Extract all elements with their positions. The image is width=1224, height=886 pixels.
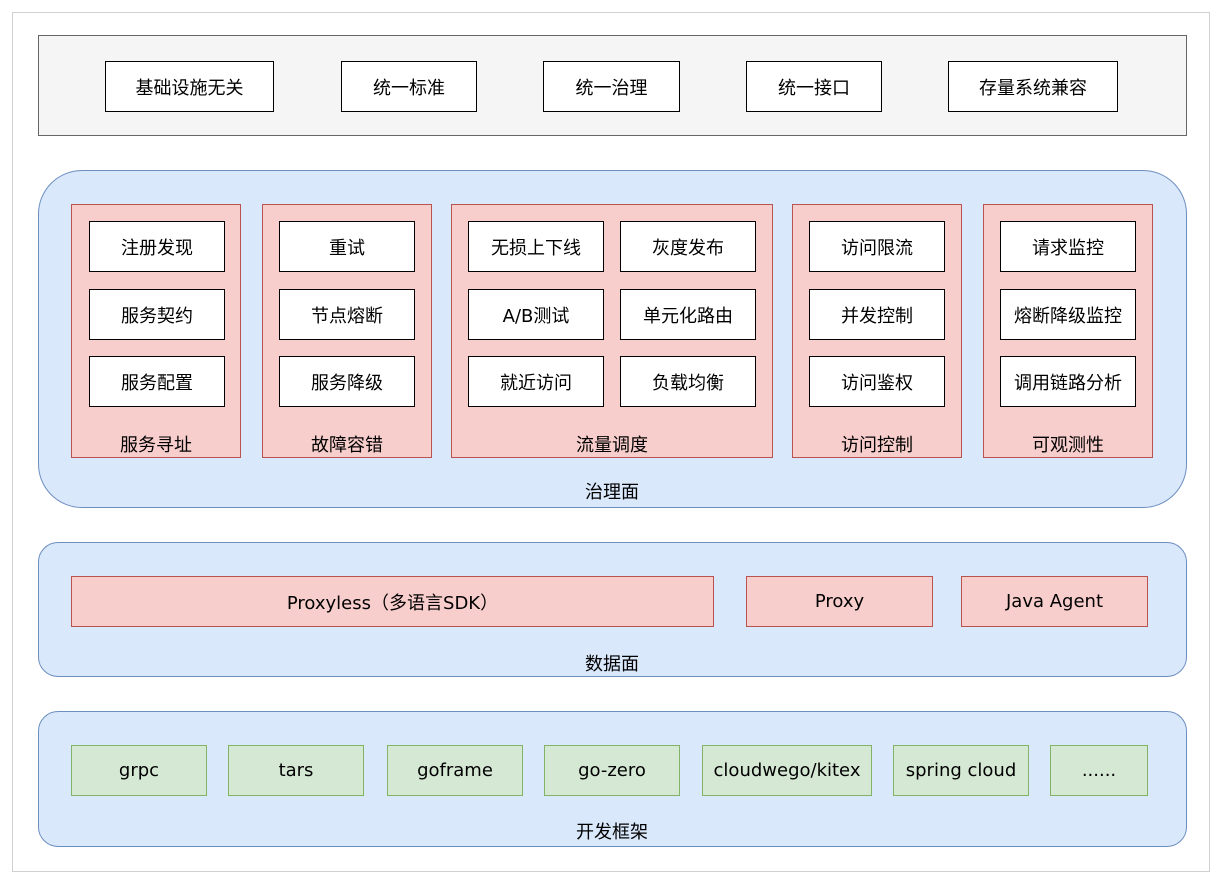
group-traffic-scheduling-label: 流量调度 [576, 435, 648, 456]
framework-goframe: goframe [387, 745, 523, 796]
principle-legacy-compat: 存量系统兼容 [948, 61, 1118, 112]
item-proxy: Proxy [746, 576, 933, 627]
framework-cloudwego-kitex: cloudwego/kitex [702, 745, 872, 796]
framework-more: ...... [1050, 745, 1148, 796]
item-gray-release: 灰度发布 [620, 221, 756, 272]
item-trace-analysis: 调用链路分析 [1000, 356, 1136, 407]
framework-layer-label: 开发框架 [576, 822, 648, 843]
item-access-auth: 访问鉴权 [809, 356, 945, 407]
diagram-frame [12, 12, 1210, 872]
item-service-contract: 服务契约 [89, 289, 225, 340]
group-fault-tolerance-label: 故障容错 [311, 435, 383, 456]
item-service-degrade: 服务降级 [279, 356, 415, 407]
item-circuit-degrade-monitoring: 熔断降级监控 [1000, 289, 1136, 340]
item-ab-testing: A/B测试 [468, 289, 604, 340]
item-retry: 重试 [279, 221, 415, 272]
framework-spring-cloud: spring cloud [893, 745, 1029, 796]
item-registry-discovery: 注册发现 [89, 221, 225, 272]
principle-unified-governance: 统一治理 [543, 61, 680, 112]
group-service-addressing-label: 服务寻址 [120, 435, 192, 456]
framework-go-zero: go-zero [544, 745, 680, 796]
item-concurrency-control: 并发控制 [809, 289, 945, 340]
data-plane-label: 数据面 [585, 654, 639, 675]
item-request-monitoring: 请求监控 [1000, 221, 1136, 272]
principle-unified-interface: 统一接口 [746, 61, 882, 112]
item-node-circuit-break: 节点熔断 [279, 289, 415, 340]
framework-grpc: grpc [71, 745, 207, 796]
item-java-agent: Java Agent [961, 576, 1148, 627]
item-proxyless-sdk: Proxyless（多语言SDK） [71, 576, 714, 627]
item-unit-routing: 单元化路由 [620, 289, 756, 340]
framework-tars: tars [228, 745, 364, 796]
item-load-balancing: 负载均衡 [620, 356, 756, 407]
group-access-control-label: 访问控制 [841, 435, 913, 456]
principle-unified-standard: 统一标准 [341, 61, 477, 112]
item-service-config: 服务配置 [89, 356, 225, 407]
governance-plane-label: 治理面 [585, 482, 639, 503]
item-nearby-access: 就近访问 [468, 356, 604, 407]
item-rate-limiting: 访问限流 [809, 221, 945, 272]
group-observability-label: 可观测性 [1032, 435, 1104, 456]
item-lossless-online-offline: 无损上下线 [468, 221, 604, 272]
principle-infra-agnostic: 基础设施无关 [105, 61, 274, 112]
